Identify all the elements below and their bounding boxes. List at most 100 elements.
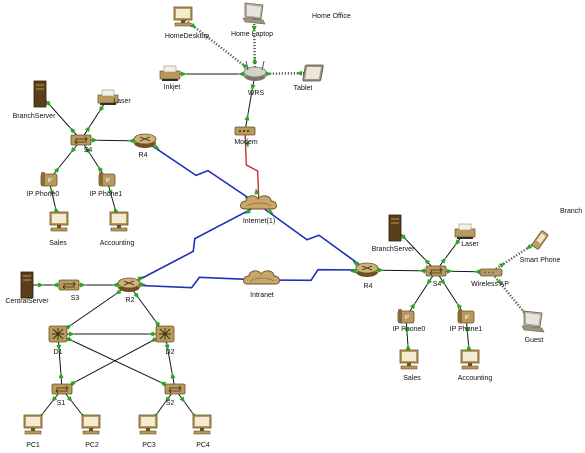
link-up-indicator: [84, 125, 91, 133]
device-s2[interactable]: S2: [164, 383, 186, 407]
link-inkjet-wrs[interactable]: [170, 71, 255, 77]
link-home_desktop-wrs[interactable]: [182, 17, 256, 75]
device-laser-l[interactable]: Laser: [97, 89, 131, 105]
link-up-indicator: [244, 141, 250, 148]
link-up-indicator: [153, 144, 160, 150]
link-up-indicator: [466, 344, 472, 351]
device-tablet[interactable]: Tablet: [294, 64, 324, 92]
link-up-indicator: [352, 261, 359, 267]
device-label-wireless-ap: Wireless AP: [471, 281, 509, 288]
device-label-branch-server-r: BranchServer: [372, 246, 415, 253]
pc-icon: [460, 349, 480, 370]
device-guest[interactable]: Guest: [521, 310, 545, 344]
device-label-r4-r: R4: [364, 283, 373, 290]
svg-text:IP: IP: [106, 178, 111, 184]
printer-icon: [97, 89, 119, 105]
device-internet[interactable]: Internet(1): [240, 195, 277, 225]
device-inkjet[interactable]: Inkjet: [159, 65, 180, 91]
device-label-d1: D1: [54, 349, 63, 356]
link-r4_l-internet[interactable]: [144, 140, 260, 206]
device-branch-server-l[interactable]: BranchServer: [13, 80, 56, 120]
switch-icon: [51, 383, 73, 395]
router-icon: [133, 133, 157, 148]
device-r4-l[interactable]: R4: [133, 133, 157, 159]
device-s4-l[interactable]: S4: [70, 134, 92, 154]
link-s4_r-ipphone0_r[interactable]: [405, 270, 437, 318]
link-up-indicator: [267, 208, 274, 214]
multilayer-switch-icon: [48, 325, 68, 343]
link-up-indicator: [439, 278, 446, 286]
ip-phone-icon: IP: [397, 309, 415, 324]
device-modem[interactable]: Modem: [234, 126, 258, 146]
device-label-smart-phone: Smart Phone: [520, 257, 561, 264]
link-r4_r-s4_r[interactable]: [366, 267, 437, 274]
laptop-icon: [242, 2, 266, 25]
device-smart-phone[interactable]: Smart Phone: [520, 230, 561, 264]
device-home-laptop[interactable]: Home Laptop: [231, 2, 273, 38]
link-d2-s1[interactable]: [61, 333, 166, 390]
link-r2-intranet[interactable]: [128, 276, 263, 289]
device-d1[interactable]: D1: [48, 325, 68, 356]
device-home-desktop[interactable]: HomeDesktop: [165, 6, 209, 40]
svg-text:IP: IP: [48, 178, 53, 184]
device-d2[interactable]: D2: [155, 325, 175, 356]
link-up-indicator: [190, 22, 197, 29]
link-up-indicator: [49, 190, 54, 197]
device-pc1[interactable]: PC1: [23, 414, 43, 449]
device-wireless-ap[interactable]: Wireless AP: [471, 268, 509, 288]
device-r2[interactable]: R2: [117, 277, 141, 304]
device-label-intranet: Intranet: [250, 292, 274, 299]
link-r4_r-internet[interactable]: [258, 204, 368, 271]
device-r4-r[interactable]: R4: [355, 262, 379, 290]
device-sales-l[interactable]: Sales: [49, 211, 69, 247]
device-pc3[interactable]: PC3: [138, 414, 158, 449]
device-wrs[interactable]: WRS: [243, 60, 267, 97]
link-modem-internet[interactable]: [244, 130, 260, 206]
link-wrs-modem[interactable]: [244, 73, 256, 132]
link-up-indicator: [38, 282, 44, 288]
link-d1-s1[interactable]: [56, 333, 64, 390]
link-d2-s2[interactable]: [164, 333, 176, 390]
device-sales-r[interactable]: Sales: [399, 349, 421, 382]
link-up-indicator: [98, 105, 105, 113]
link-s4_l-ipphone0_l[interactable]: [48, 139, 82, 181]
device-central-server[interactable]: CentralServer: [5, 271, 49, 305]
access-point-icon: [479, 268, 503, 277]
switch-icon: [425, 265, 447, 277]
link-r2-d1[interactable]: [57, 284, 130, 335]
device-s1[interactable]: S1: [51, 383, 73, 407]
device-s3[interactable]: S3: [58, 279, 80, 302]
link-home_laptop-wrs[interactable]: [251, 14, 258, 75]
links-layer: [27, 14, 541, 427]
wireless-router-icon: [243, 60, 267, 81]
laptop-icon: [521, 310, 545, 333]
link-branch_server_l-s4_l[interactable]: [39, 93, 82, 141]
device-pc2[interactable]: PC2: [81, 414, 101, 449]
link-d1-d2[interactable]: [58, 331, 165, 337]
link-up-indicator: [179, 396, 186, 403]
link-up-indicator: [97, 165, 104, 173]
device-branch-server-r[interactable]: BranchServer: [372, 214, 415, 253]
device-intranet[interactable]: Intranet: [243, 270, 280, 299]
link-d1-s2[interactable]: [57, 333, 176, 390]
link-up-indicator: [456, 302, 463, 310]
device-label-s4-r: S4: [433, 281, 442, 288]
device-accounting-r[interactable]: Accounting: [458, 349, 493, 382]
ip-phone-icon: IP: [40, 172, 58, 187]
device-laser-r[interactable]: Laser: [454, 223, 479, 248]
link-branch_server_r-s4_r[interactable]: [394, 227, 437, 272]
device-pc4[interactable]: PC4: [192, 414, 212, 449]
device-label-pc4: PC4: [196, 442, 210, 449]
link-r2-internet[interactable]: [128, 204, 260, 286]
switch-icon: [70, 134, 92, 146]
link-up-indicator: [84, 147, 91, 155]
device-accounting-l[interactable]: Accounting: [100, 211, 135, 247]
device-s4-r[interactable]: S4: [425, 265, 447, 288]
pc-icon: [138, 414, 158, 435]
